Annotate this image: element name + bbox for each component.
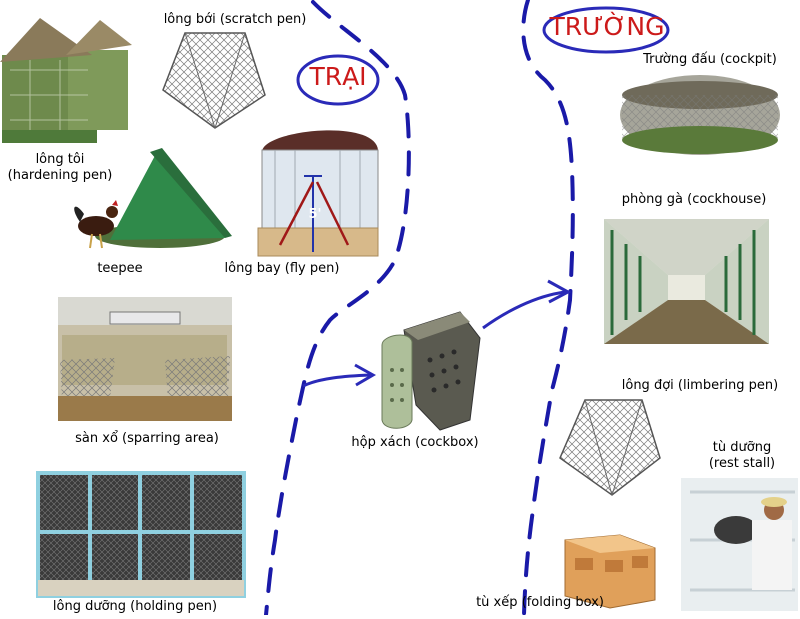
sparring-area-image xyxy=(58,297,232,421)
sparring-area-label: sàn xổ (sparring area) xyxy=(75,431,219,446)
farm-region-circle xyxy=(296,54,380,106)
fly-pen-image xyxy=(257,130,379,257)
holding-pen-image xyxy=(36,471,246,598)
folding-box-image xyxy=(564,534,656,609)
arrow-to-arena xyxy=(482,279,572,330)
rest-stall-image xyxy=(681,478,798,611)
teepee-image xyxy=(74,148,232,249)
farm-boundary-line xyxy=(264,0,411,617)
arena-boundary-line xyxy=(521,0,575,617)
arena-region-circle xyxy=(542,6,670,54)
cockpit-image xyxy=(620,75,780,155)
arena-region-label: TRƯỜNG xyxy=(549,12,665,41)
fly-pen-label: lông bay (fly pen) xyxy=(224,261,340,276)
teepee-label: teepee xyxy=(97,261,143,276)
farm-region-label: TRẠI xyxy=(309,62,367,91)
hardening-pen-label-line1: lông tôi xyxy=(35,152,85,167)
cockhouse-image xyxy=(604,219,769,344)
holding-pen-label: lông dưỡng (holding pen) xyxy=(52,599,218,614)
rooster-icon xyxy=(74,200,118,249)
scratch-pen-label: lông bới (scratch pen) xyxy=(163,12,307,27)
cockbox-label: hộp xách (cockbox) xyxy=(351,435,479,450)
cockbox-image xyxy=(381,311,481,431)
hardening-pen-label-line2: (hardening pen) xyxy=(7,168,113,183)
limbering-pen-label: lông đợi (limbering pen) xyxy=(621,378,779,393)
limbering-pen-image xyxy=(559,399,661,496)
hardening-pen-image xyxy=(0,18,132,143)
cockpit-label: Trường đấu (cockpit) xyxy=(643,52,777,67)
rest-stall-label-line1: tù dưỡng xyxy=(712,440,772,455)
rest-stall-label-line2: (rest stall) xyxy=(708,456,776,471)
scratch-pen-image xyxy=(162,32,266,129)
arrow-to-cockbox xyxy=(302,363,377,388)
cockhouse-label: phòng gà (cockhouse) xyxy=(621,192,767,207)
folding-box-label: tù xếp (folding box) xyxy=(476,595,604,610)
fly-pen-height-label: 5' xyxy=(308,207,322,222)
